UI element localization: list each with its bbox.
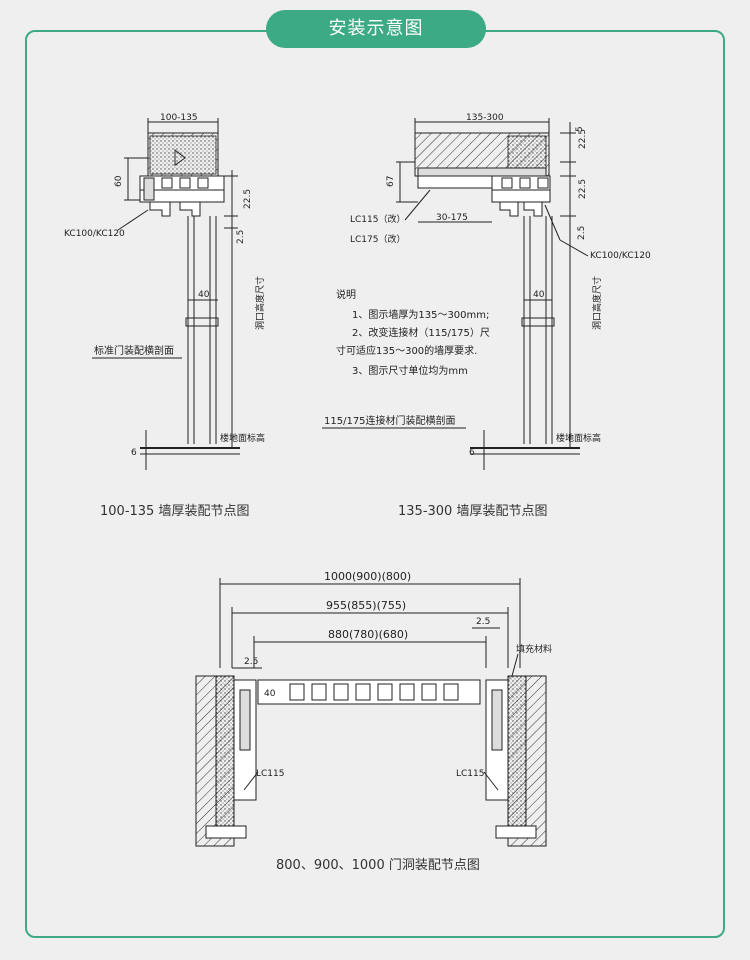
part-kc-left: KC100/KC120 [64,229,125,239]
dim-22-5-right: 22.5 [578,179,588,199]
dim-22-5-right-top: 22.5 [578,129,588,149]
diagram-left-labels: 100-135 60 22.5 2.5 40 6 KC100/KC120 洞口高… [64,113,266,458]
part-lc115: LC115（改） [350,213,405,225]
note-1: 1、图示墙厚为135～300mm; [352,308,489,321]
dim-60: 60 [114,175,124,187]
diagram-bottom-labels: 1000(900)(800) 955(855)(755) 880(780)(68… [244,570,552,779]
fill-material: 填充材料 [516,643,552,655]
dim-5-right: 5 [575,126,585,132]
section-label-right: 115/175连接材门装配横剖面 [324,414,456,427]
dim-6-left: 6 [131,448,137,458]
page-title-tab: 安装示意图 [266,10,486,48]
diagram-bottom [195,578,547,847]
opening-height-left: 洞口高度尺寸 [254,276,266,330]
page-title: 安装示意图 [328,18,424,39]
dim-22-5-left: 22.5 [243,189,253,209]
note-2: 2、改变连接材（115/175）尺 [352,326,490,339]
note-3: 3、图示尺寸单位均为mm [352,364,468,377]
dim-top-right: 135-300 [466,113,504,123]
part-lc175: LC175（改） [350,233,405,245]
caption-bottom: 800、900、1000 门洞装配节点图 [276,858,480,873]
dim-middle: 955(855)(755) [326,599,406,612]
dim-inner: 880(780)(680) [328,628,408,641]
dim-30-175: 30-175 [436,213,468,223]
dim-2-5-left: 2.5 [244,657,258,667]
dim-outer: 1000(900)(800) [324,570,411,583]
floor-level-right: 楼地面标高 [556,432,601,444]
part-lc115-left: LC115 [256,769,284,779]
dim-6-right: 6 [469,448,475,458]
diagram-left [92,118,240,470]
opening-height-right: 洞口高度尺寸 [591,276,603,330]
dim-40-right: 40 [533,290,545,300]
dim-67: 67 [386,176,396,187]
notes-title: 说明 [336,288,356,301]
dim-2-5-left: 2.5 [236,230,246,244]
caption-left: 100-135 墙厚装配节点图 [100,504,250,519]
floor-level-left: 楼地面标高 [220,432,265,444]
diagram-right-labels: 135-300 67 22.5 5 22.5 2.5 30-175 40 6 L… [324,113,651,458]
section-label-left: 标准门装配横剖面 [94,344,174,357]
dim-40-bottom: 40 [264,689,276,699]
note-2b: 寸可适应135～300的墙厚要求. [336,344,477,357]
dim-top-left: 100-135 [160,113,198,123]
diagram-right [322,118,589,470]
dim-40-left: 40 [198,290,210,300]
part-lc115-right: LC115 [456,769,484,779]
dim-2-5-right: 2.5 [476,617,490,627]
part-kc-right: KC100/KC120 [590,251,651,261]
dim-2-5-right: 2.5 [577,226,587,240]
caption-right: 135-300 墙厚装配节点图 [398,504,548,519]
